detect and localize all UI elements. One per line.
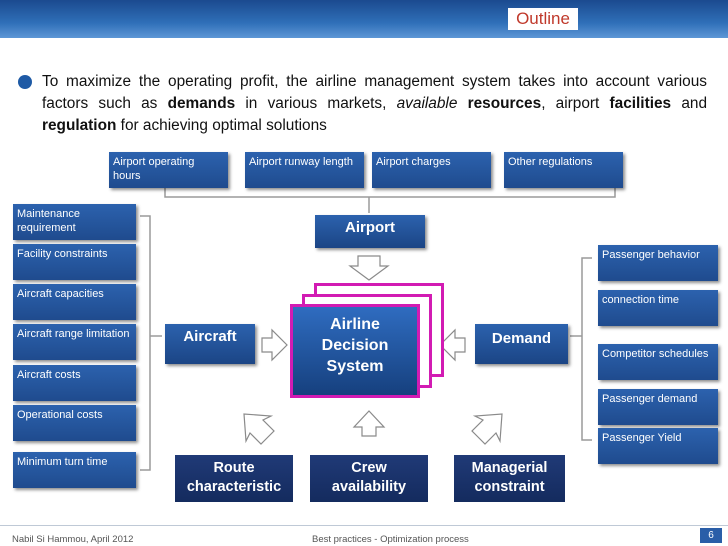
decision-system-box: Airline Decision System (290, 304, 420, 398)
page-number: 6 (700, 528, 722, 543)
hub-aircraft: Aircraft (165, 324, 255, 364)
top-box-other-regulations: Other regulations (504, 152, 623, 188)
bullet-bold-regulation: regulation (42, 117, 117, 134)
right-box-passenger-behavior: Passenger behavior (598, 245, 718, 281)
right-box-connection-time: connection time (598, 290, 718, 326)
arrow-left-icon (439, 328, 466, 362)
bullet-text-part: , airport (541, 95, 610, 112)
left-box-minimum-turn-time: Minimum turn time (13, 452, 136, 488)
top-box-airport-runway-length: Airport runway length (245, 152, 364, 188)
bottom-box-route-characteristic: Route characteristic (175, 455, 293, 502)
slide-title: Airline management system (10, 38, 263, 59)
route-line-1: Route (213, 460, 255, 476)
footer-topic: Best practices - Optimization process (312, 534, 469, 545)
bottom-box-crew-availability: Crew availability (310, 455, 428, 502)
managerial-line-2: constraint (474, 479, 545, 495)
bullet-text-part: in various markets, (235, 95, 397, 112)
bullet-text-part: for achieving optimal solutions (116, 117, 327, 134)
left-box-operational-costs: Operational costs (13, 405, 136, 441)
footer-author: Nabil Si Hammou, April 2012 (12, 534, 134, 545)
bullet-bold-demands: demands (167, 95, 236, 112)
header-bar (0, 0, 728, 38)
decision-line-1: Airline (330, 316, 380, 333)
arrow-diagonal-up-left-icon (243, 413, 275, 445)
bullet-bold-resources: resources (457, 95, 542, 112)
left-box-aircraft-costs: Aircraft costs (13, 365, 136, 401)
route-line-2: characteristic (186, 479, 282, 495)
crew-line-2: availability (331, 479, 407, 495)
bullet-text-part: and (671, 95, 707, 112)
bullet-bold-facilities: facilities (609, 95, 672, 112)
decision-line-3: System (326, 358, 384, 375)
arrow-down-icon (348, 255, 390, 281)
footer-divider (0, 525, 728, 526)
hub-airport: Airport (315, 215, 425, 248)
bullet-dot-icon (18, 75, 32, 89)
top-box-airport-charges: Airport charges (372, 152, 491, 188)
arrow-right-icon (261, 328, 288, 362)
decision-line-2: Decision (321, 337, 389, 354)
arrow-diagonal-up-right-icon (471, 413, 503, 445)
outline-label[interactable]: Outline (508, 8, 578, 30)
hub-demand: Demand (475, 324, 568, 364)
right-box-competitor-schedules: Competitor schedules (598, 344, 718, 380)
right-box-passenger-demand: Passenger demand (598, 389, 718, 425)
arrow-up-icon (352, 410, 386, 437)
left-box-aircraft-capacities: Aircraft capacities (13, 284, 136, 320)
bullet-italic-available: available (396, 95, 458, 112)
top-box-airport-operating-hours: Airport operating hours (109, 152, 228, 188)
left-box-facility-constraints: Facility constraints (13, 244, 136, 280)
bullet-text-part: To maximize the operating profit, the ai… (42, 73, 707, 112)
managerial-line-1: Managerial (471, 460, 548, 476)
left-box-maintenance-requirement: Maintenance requirement (13, 204, 136, 240)
left-box-aircraft-range-limitation: Aircraft range limitation (13, 324, 136, 360)
right-box-passenger-yield: Passenger Yield (598, 428, 718, 464)
bottom-box-managerial-constraint: Managerial constraint (454, 455, 565, 502)
crew-line-1: Crew (351, 460, 387, 476)
bullet-text: To maximize the operating profit, the ai… (42, 71, 707, 137)
